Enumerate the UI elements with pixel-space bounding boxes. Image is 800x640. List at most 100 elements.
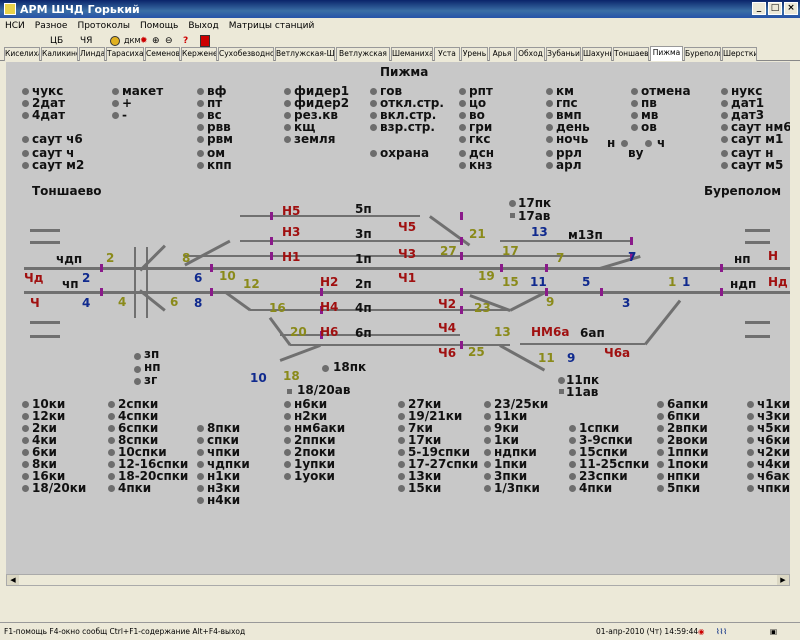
lamp-bot-5-7[interactable]: [484, 485, 491, 492]
lamp-top-8-2[interactable]: [721, 112, 728, 119]
help-icon[interactable]: ?: [183, 36, 189, 46]
lamp-bot-0-6[interactable]: [22, 473, 29, 480]
lamp-bot-8-3[interactable]: [747, 437, 754, 444]
lamp-bot-4-6[interactable]: [398, 473, 405, 480]
tab-0[interactable]: Киселиха: [4, 47, 40, 61]
lamp-bot-2-2[interactable]: [197, 425, 204, 432]
lamp-bot-4-1[interactable]: [398, 413, 405, 420]
lamp-bot-8-4[interactable]: [747, 449, 754, 456]
tab-10[interactable]: Уста: [434, 47, 460, 61]
tab-9[interactable]: Шеманиха: [391, 47, 433, 61]
minimize-icon[interactable]: _: [752, 2, 766, 15]
lamp-bot-0-5[interactable]: [22, 461, 29, 468]
lamp-bot-3-1[interactable]: [284, 413, 291, 420]
lamp-bot-0-1[interactable]: [22, 413, 29, 420]
tab-7[interactable]: Ветлужская-Шерстки: [275, 47, 335, 61]
tab-18[interactable]: Буреполом: [684, 47, 721, 61]
route-lamp[interactable]: [134, 366, 141, 373]
scroll-left-icon[interactable]: ◀: [7, 575, 19, 585]
lamp-top-8-5[interactable]: [721, 150, 728, 157]
lamp-bot-7-5[interactable]: [657, 461, 664, 468]
lamp-bot-4-5[interactable]: [398, 461, 405, 468]
tab-19[interactable]: Шерстки: [722, 47, 757, 61]
sun-icon[interactable]: ✹: [140, 36, 148, 46]
lamp-bot-7-0[interactable]: [657, 401, 664, 408]
lamp-top-6-2[interactable]: [546, 112, 553, 119]
tab-12[interactable]: Арья: [489, 47, 515, 61]
lamp-bot-3-0[interactable]: [284, 401, 291, 408]
lamp-top-8-0[interactable]: [721, 88, 728, 95]
lamp-top-2-0[interactable]: [197, 88, 204, 95]
tab-6[interactable]: Сухобезводное: [218, 47, 274, 61]
lamp-bot-2-3[interactable]: [197, 437, 204, 444]
lamp-bot-2-8[interactable]: [197, 497, 204, 504]
lamp-top-1-0[interactable]: [112, 88, 119, 95]
lamp-bot-7-6[interactable]: [657, 473, 664, 480]
tab-2[interactable]: Линда: [79, 47, 105, 61]
lamp-top-7-0[interactable]: [631, 88, 638, 95]
lamp-top-5-6[interactable]: [459, 162, 466, 169]
horizontal-scrollbar[interactable]: ◀ ▶: [6, 574, 790, 586]
lamp-bot-7-1[interactable]: [657, 413, 664, 420]
lamp-top-6-6[interactable]: [546, 162, 553, 169]
lamp-bot-4-3[interactable]: [398, 437, 405, 444]
lamp-bot-3-2[interactable]: [284, 425, 291, 432]
lamp-bot-5-0[interactable]: [484, 401, 491, 408]
tab-13[interactable]: Обход: [516, 47, 545, 61]
lamp-bot-7-7[interactable]: [657, 485, 664, 492]
tray-icon[interactable]: ▣: [770, 627, 778, 636]
tab-8[interactable]: Ветлужская: [336, 47, 390, 61]
lamp-bot-5-4[interactable]: [484, 449, 491, 456]
lamp-bot-7-3[interactable]: [657, 437, 664, 444]
lamp-bot-0-4[interactable]: [22, 449, 29, 456]
lamp-bot-6-6[interactable]: [569, 473, 576, 480]
lamp-top-7-1[interactable]: [631, 100, 638, 107]
lamp-top-6-0[interactable]: [546, 88, 553, 95]
scroll-right-icon[interactable]: ▶: [777, 575, 789, 585]
lamp-bot-2-5[interactable]: [197, 461, 204, 468]
lamp-bot-8-2[interactable]: [747, 425, 754, 432]
tab-16[interactable]: Тоншаево: [613, 47, 649, 61]
menu-exit[interactable]: Выход: [188, 21, 219, 31]
route-lamp[interactable]: [558, 377, 565, 384]
tab-3[interactable]: Тарасиха: [106, 47, 144, 61]
lamp-top-7-3[interactable]: [631, 124, 638, 131]
lamp-top-6-3[interactable]: [546, 124, 553, 131]
lamp-bot-2-6[interactable]: [197, 473, 204, 480]
lamp-top-2-5[interactable]: [197, 150, 204, 157]
lamp-top-5-1[interactable]: [459, 100, 466, 107]
lamp-bot-1-0[interactable]: [108, 401, 115, 408]
lamp-top-8-1[interactable]: [721, 100, 728, 107]
tab-11[interactable]: Урень: [461, 47, 488, 61]
lamp-bot-6-7[interactable]: [569, 485, 576, 492]
lamp-bot-0-0[interactable]: [22, 401, 29, 408]
lamp-bot-4-7[interactable]: [398, 485, 405, 492]
volume-icon[interactable]: ◉: [698, 627, 705, 636]
zoom-in-icon[interactable]: ⊕: [152, 36, 160, 46]
dkm-button[interactable]: ДКМ: [124, 37, 141, 45]
lamp-top-2-6[interactable]: [197, 162, 204, 169]
menu-misc[interactable]: Разное: [34, 21, 68, 31]
lamp-bot-5-2[interactable]: [484, 425, 491, 432]
lamp-bot-1-6[interactable]: [108, 473, 115, 480]
lamp-top-1-1[interactable]: [112, 100, 119, 107]
lamp-top-8-6[interactable]: [721, 162, 728, 169]
menu-nsi[interactable]: НСИ: [5, 21, 25, 31]
lamp-top-4-3[interactable]: [370, 124, 377, 131]
route-lamp[interactable]: [322, 365, 329, 372]
lamp-top-3-0[interactable]: [284, 88, 291, 95]
lamp-bot-5-1[interactable]: [484, 413, 491, 420]
lamp-top-5-2[interactable]: [459, 112, 466, 119]
lamp-top-4-1[interactable]: [370, 100, 377, 107]
tab-14[interactable]: Зубаньи: [546, 47, 581, 61]
lamp-top-7-2[interactable]: [631, 112, 638, 119]
arrow-lamp-left[interactable]: [621, 140, 628, 147]
lamp-top-4-0[interactable]: [370, 88, 377, 95]
route-lamp[interactable]: [134, 378, 141, 385]
lamp-bot-6-4[interactable]: [569, 449, 576, 456]
tab-1[interactable]: Каликино: [41, 47, 78, 61]
lamp-top-3-2[interactable]: [284, 112, 291, 119]
tab-17[interactable]: Пижма: [650, 46, 683, 61]
lamp-top-0-4[interactable]: [22, 136, 29, 143]
lamp-bot-8-1[interactable]: [747, 413, 754, 420]
